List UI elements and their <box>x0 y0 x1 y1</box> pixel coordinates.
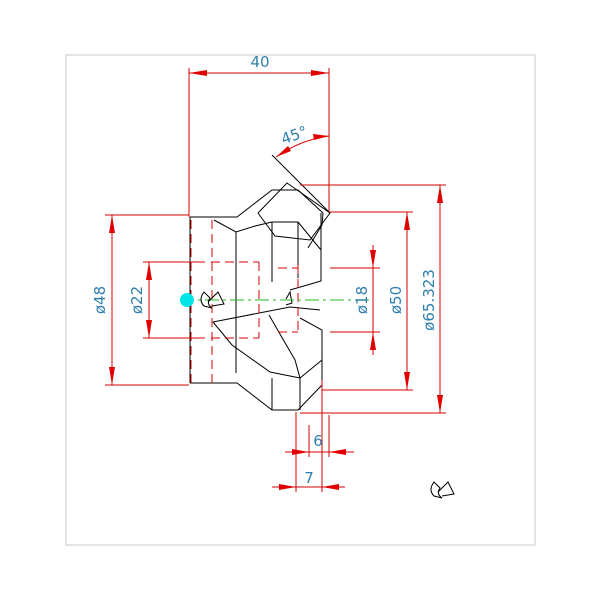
dimension-40-label: 40 <box>250 53 269 71</box>
dim-7-label: 7 <box>304 469 314 487</box>
dimension-dia-48: ø48 <box>91 214 189 386</box>
dim-6-label: 6 <box>313 432 323 450</box>
dia-22-label: ø22 <box>128 286 146 314</box>
dimension-7: 7 <box>272 469 345 490</box>
ucs-icon-secondary <box>430 481 455 499</box>
dia-48-label: ø48 <box>91 286 109 314</box>
dimension-40: 40 <box>188 53 330 217</box>
dimension-dia-65: ø65.323 <box>300 184 446 414</box>
dia-50-label: ø50 <box>387 286 405 314</box>
dimension-dia-18: ø18 <box>330 245 380 355</box>
ucs-icon <box>200 291 225 309</box>
dia-18-label: ø18 <box>353 286 371 314</box>
dimension-6: 6 <box>285 380 354 492</box>
part-outline <box>189 182 331 411</box>
dimension-dia-50: ø50 <box>322 211 413 391</box>
dia-65-label: ø65.323 <box>420 269 438 331</box>
dimension-dia-22: ø22 <box>128 261 205 339</box>
ucs-origin-point[interactable] <box>180 293 194 307</box>
